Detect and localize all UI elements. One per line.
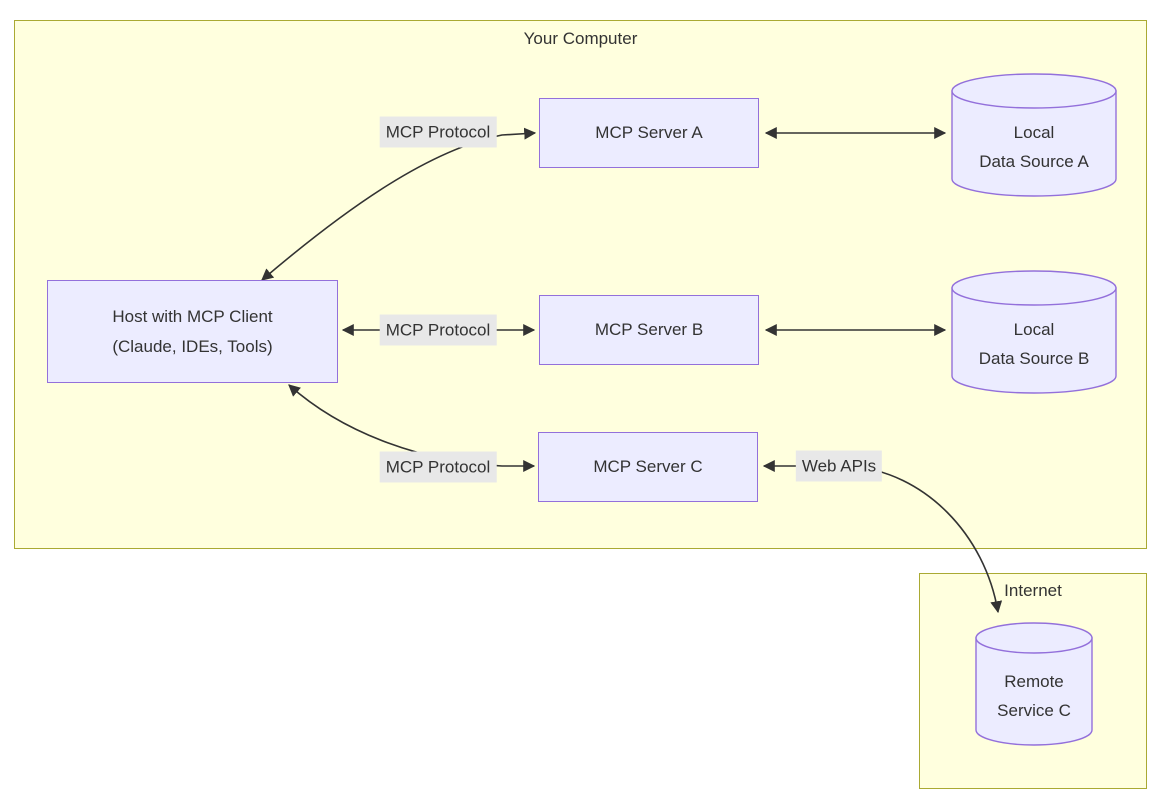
edge-label-mcp-protocol-b: MCP Protocol	[379, 314, 497, 346]
node-remote-service-c: Remote Service C	[975, 622, 1093, 748]
cylinder-shape-icon	[975, 622, 1093, 746]
edge-label-mcp-protocol-c: MCP Protocol	[379, 451, 497, 483]
node-mcp-server-c: MCP Server C	[538, 432, 758, 502]
node-local-data-source-a-label: Local Data Source A	[951, 73, 1117, 199]
container-your-computer-title: Your Computer	[523, 29, 638, 48]
edge-label-mcp-protocol-a: MCP Protocol	[379, 116, 497, 148]
edge-label-web-apis: Web APIs	[795, 450, 883, 482]
node-host-with-mcp-client: Host with MCP Client (Claude, IDEs, Tool…	[47, 280, 338, 383]
data-source-b-line1: Local	[1013, 320, 1055, 339]
node-mcp-server-c-label: MCP Server C	[593, 457, 703, 476]
data-source-a-line2: Data Source A	[979, 152, 1089, 171]
node-mcp-server-b: MCP Server B	[539, 295, 759, 365]
cylinder-shape-icon	[951, 270, 1117, 394]
cylinder-shape-icon	[951, 73, 1117, 197]
node-remote-service-c-label: Remote Service C	[975, 622, 1093, 748]
node-local-data-source-b: Local Data Source B	[951, 270, 1117, 396]
node-local-data-source-b-label: Local Data Source B	[951, 270, 1117, 396]
node-host-label-line2: (Claude, IDEs, Tools)	[112, 336, 273, 356]
node-mcp-server-a-label: MCP Server A	[595, 123, 703, 142]
data-source-a-line1: Local	[1013, 123, 1055, 142]
node-host-label-line1: Host with MCP Client	[112, 306, 273, 326]
remote-service-c-line1: Remote	[1004, 672, 1064, 691]
node-mcp-server-b-label: MCP Server B	[594, 320, 704, 339]
container-internet-title: Internet	[1004, 581, 1062, 600]
data-source-b-line2: Data Source B	[978, 349, 1090, 368]
node-mcp-server-a: MCP Server A	[539, 98, 759, 168]
node-local-data-source-a: Local Data Source A	[951, 73, 1117, 199]
remote-service-c-line2: Service C	[997, 701, 1071, 720]
